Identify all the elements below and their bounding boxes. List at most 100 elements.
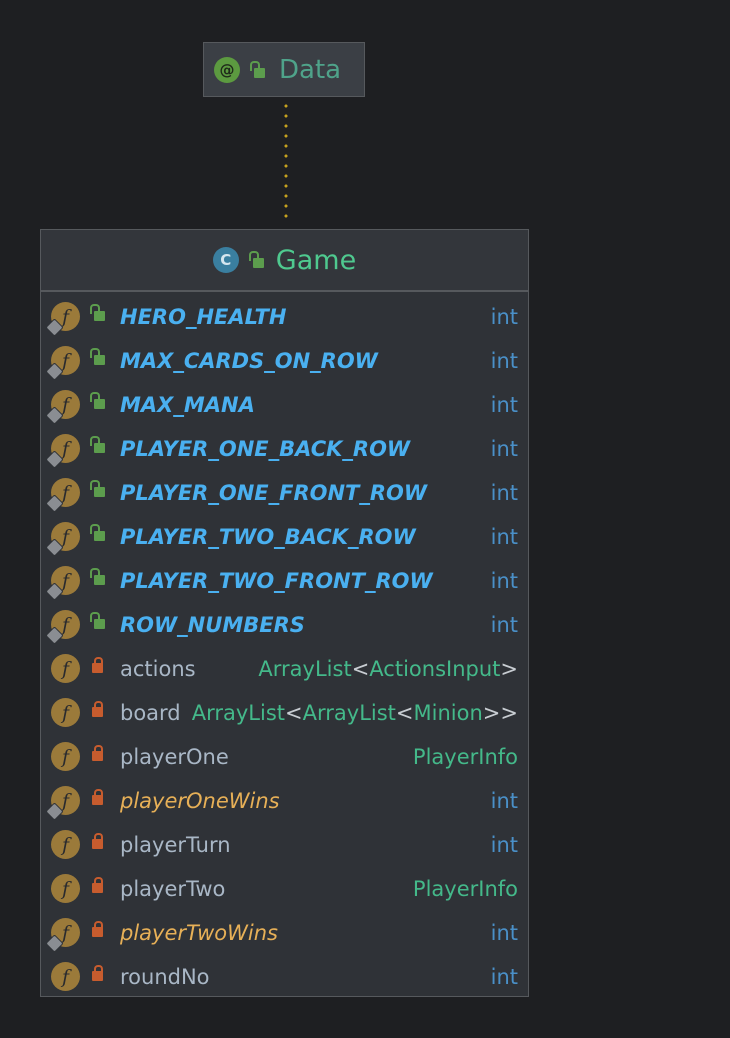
field-icon: f bbox=[45, 302, 80, 337]
private-lock-icon bbox=[92, 877, 103, 894]
class-header: C Game bbox=[41, 230, 528, 292]
field-row[interactable]: f ROW_NUMBERS int bbox=[41, 603, 528, 647]
field-icon: f bbox=[51, 698, 80, 727]
field-type: int bbox=[490, 437, 518, 461]
field-icon: f bbox=[51, 830, 80, 859]
public-lock-icon bbox=[90, 304, 105, 322]
private-lock-icon bbox=[92, 921, 103, 938]
dependency-connector bbox=[284, 101, 288, 219]
static-pin-icon bbox=[45, 934, 64, 953]
field-name: playerTwo bbox=[120, 877, 226, 901]
field-type: int bbox=[490, 569, 518, 593]
field-icon: f bbox=[45, 478, 80, 513]
field-name: roundNo bbox=[120, 965, 210, 989]
public-lock-icon bbox=[90, 348, 105, 366]
field-row[interactable]: f HERO_HEALTH int bbox=[41, 295, 528, 339]
static-pin-icon bbox=[45, 450, 64, 469]
static-pin-icon bbox=[45, 494, 64, 513]
field-name: playerOneWins bbox=[120, 789, 280, 813]
field-row[interactable]: f roundNo int bbox=[41, 955, 528, 999]
field-type: ArrayList<ArrayList<Minion>> bbox=[191, 701, 518, 725]
field-icon: f bbox=[45, 610, 80, 645]
private-lock-icon bbox=[92, 745, 103, 762]
class-icon: C bbox=[212, 247, 239, 273]
field-name: board bbox=[120, 701, 181, 725]
field-icon: f bbox=[51, 742, 80, 771]
field-type: int bbox=[490, 833, 518, 857]
field-icon: f bbox=[45, 390, 80, 425]
private-lock-icon bbox=[92, 833, 103, 850]
static-pin-icon bbox=[45, 318, 64, 337]
field-type: int bbox=[490, 349, 518, 373]
class-title: Game bbox=[275, 244, 357, 276]
field-type: int bbox=[490, 613, 518, 637]
public-lock-icon bbox=[90, 392, 105, 410]
annotation-icon: @ bbox=[214, 56, 240, 83]
field-name: actions bbox=[120, 657, 196, 681]
field-type: int bbox=[490, 789, 518, 813]
field-row[interactable]: f PLAYER_TWO_FRONT_ROW int bbox=[41, 559, 528, 603]
static-pin-icon bbox=[45, 362, 64, 381]
field-icon: f bbox=[45, 346, 80, 381]
field-type: int bbox=[490, 965, 518, 989]
node-title: Data bbox=[279, 54, 342, 85]
field-name: PLAYER_TWO_BACK_ROW bbox=[120, 525, 416, 549]
field-row[interactable]: f playerTwoWins int bbox=[41, 911, 528, 955]
field-row[interactable]: f PLAYER_ONE_FRONT_ROW int bbox=[41, 471, 528, 515]
public-lock-icon bbox=[248, 251, 264, 268]
static-pin-icon bbox=[45, 802, 64, 821]
field-icon: f bbox=[45, 566, 80, 601]
field-icon: f bbox=[51, 962, 80, 991]
field-row[interactable]: f playerOneWins int bbox=[41, 779, 528, 823]
static-pin-icon bbox=[45, 582, 64, 601]
private-lock-icon bbox=[92, 965, 103, 982]
field-row[interactable]: f MAX_MANA int bbox=[41, 383, 528, 427]
field-row[interactable]: f board ArrayList<ArrayList<Minion>> bbox=[41, 691, 528, 735]
field-name: playerTurn bbox=[120, 833, 231, 857]
field-type: PlayerInfo bbox=[412, 877, 518, 901]
field-row[interactable]: f MAX_CARDS_ON_ROW int bbox=[41, 339, 528, 383]
field-row[interactable]: f PLAYER_ONE_BACK_ROW int bbox=[41, 427, 528, 471]
field-name: ROW_NUMBERS bbox=[120, 613, 305, 637]
field-name: playerTwoWins bbox=[120, 921, 279, 945]
field-icon: f bbox=[45, 522, 80, 557]
public-lock-icon bbox=[90, 612, 105, 630]
public-lock-icon bbox=[90, 524, 105, 542]
public-lock-icon bbox=[90, 568, 105, 586]
field-icon: f bbox=[51, 874, 80, 903]
field-icon: f bbox=[51, 654, 80, 683]
static-pin-icon bbox=[45, 406, 64, 425]
static-pin-icon bbox=[45, 538, 64, 557]
field-type: int bbox=[490, 481, 518, 505]
field-type: int bbox=[490, 525, 518, 549]
static-pin-icon bbox=[45, 626, 64, 645]
field-row[interactable]: f playerTurn int bbox=[41, 823, 528, 867]
field-type: ArrayList<ActionsInput> bbox=[258, 657, 518, 681]
field-name: MAX_CARDS_ON_ROW bbox=[120, 349, 378, 373]
field-name: MAX_MANA bbox=[120, 393, 255, 417]
data-annotation-node[interactable]: @ Data bbox=[203, 42, 365, 97]
private-lock-icon bbox=[92, 701, 103, 718]
public-lock-icon bbox=[250, 60, 265, 78]
field-row[interactable]: f actions ArrayList<ActionsInput> bbox=[41, 647, 528, 691]
field-type: int bbox=[490, 393, 518, 417]
field-row[interactable]: f playerTwo PlayerInfo bbox=[41, 867, 528, 911]
field-icon: f bbox=[45, 918, 80, 953]
field-name: PLAYER_ONE_BACK_ROW bbox=[120, 437, 411, 461]
field-type: PlayerInfo bbox=[412, 745, 518, 769]
field-icon: f bbox=[45, 434, 80, 469]
field-row[interactable]: f playerOne PlayerInfo bbox=[41, 735, 528, 779]
field-name: PLAYER_TWO_FRONT_ROW bbox=[120, 569, 433, 593]
field-row[interactable]: f PLAYER_TWO_BACK_ROW int bbox=[41, 515, 528, 559]
field-name: PLAYER_ONE_FRONT_ROW bbox=[120, 481, 428, 505]
field-type: int bbox=[490, 921, 518, 945]
field-name: HERO_HEALTH bbox=[120, 305, 287, 329]
field-icon: f bbox=[45, 786, 80, 821]
private-lock-icon bbox=[92, 657, 103, 674]
public-lock-icon bbox=[90, 480, 105, 498]
field-name: playerOne bbox=[120, 745, 229, 769]
public-lock-icon bbox=[90, 436, 105, 454]
field-type: int bbox=[490, 305, 518, 329]
